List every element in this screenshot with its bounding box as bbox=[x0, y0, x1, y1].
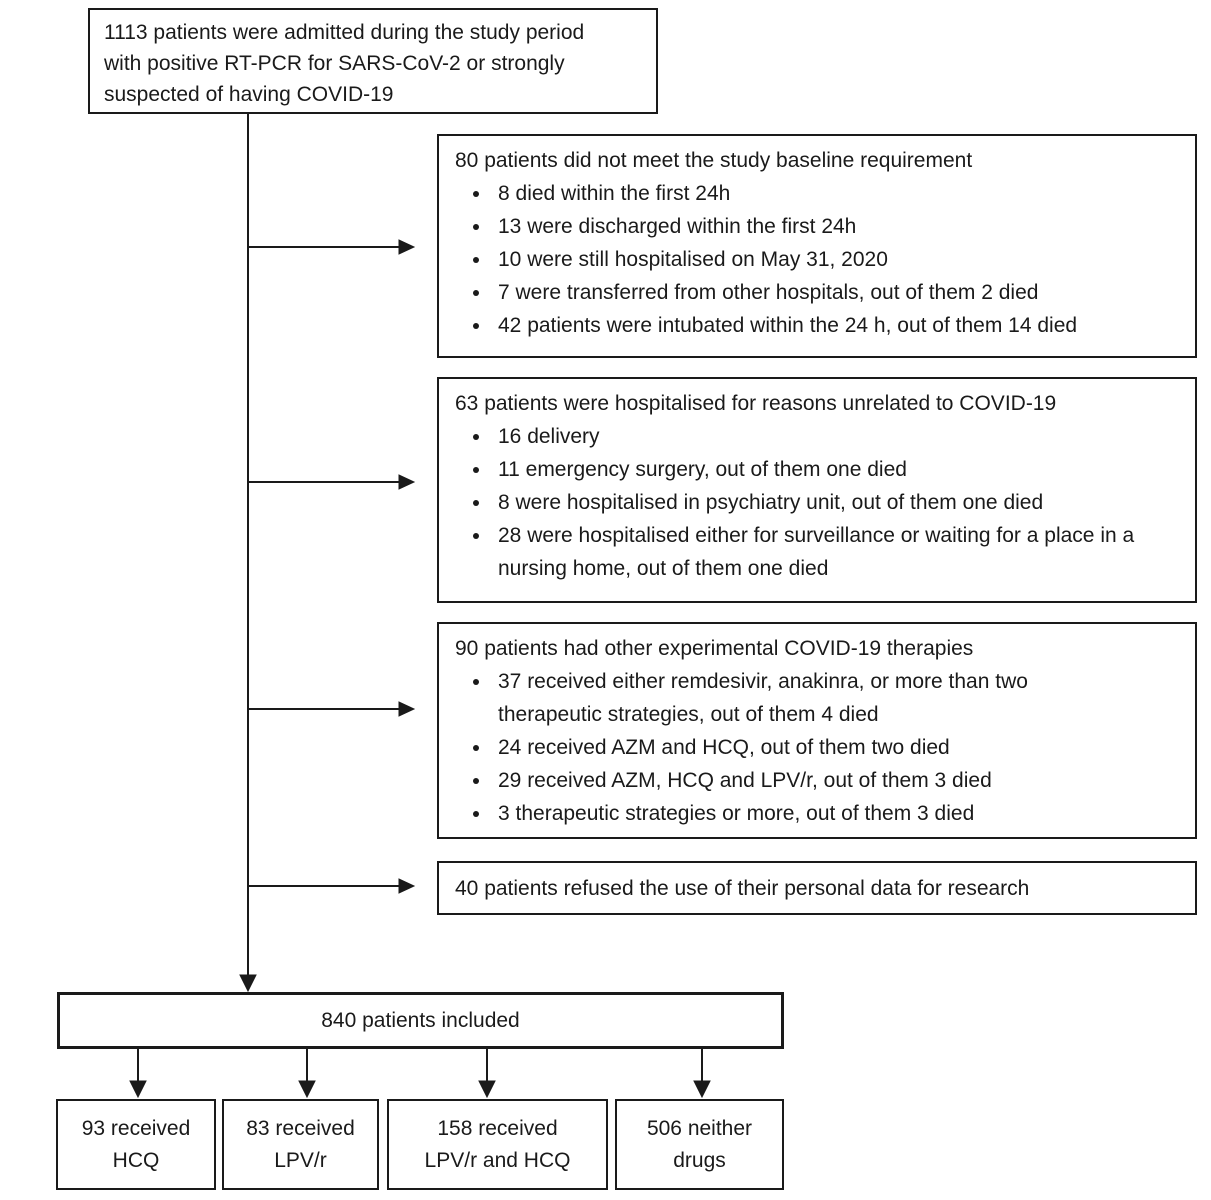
included-box: 840 patients included bbox=[57, 992, 784, 1049]
exclusion-box-baseline: 80 patients did not meet the study basel… bbox=[437, 134, 1197, 358]
outcome-line: HCQ bbox=[112, 1148, 160, 1172]
exclusion-list: 8 died within the first 24h 13 were disc… bbox=[455, 177, 1179, 342]
exclusion-item: 11 emergency surgery, out of them one di… bbox=[492, 453, 1179, 486]
outcome-line: 83 received bbox=[246, 1116, 355, 1140]
outcome-line: drugs bbox=[673, 1148, 726, 1172]
exclusion-list: 16 delivery 11 emergency surgery, out of… bbox=[455, 420, 1179, 585]
outcome-line: 506 neither bbox=[646, 1116, 753, 1140]
outcome-arrowhead-4-icon bbox=[693, 1080, 711, 1099]
outcome-line: LPV/r and HCQ bbox=[424, 1148, 571, 1172]
exclusion-item: 42 patients were intubated within the 24… bbox=[492, 309, 1179, 342]
exclusion-item: 8 were hospitalised in psychiatry unit, … bbox=[492, 486, 1179, 519]
exclusion-item: 7 were transferred from other hospitals,… bbox=[492, 276, 1179, 309]
admitted-box: 1113 patients were admitted during the s… bbox=[88, 8, 658, 114]
outcome-line: 158 received bbox=[437, 1116, 558, 1140]
exclusion-header: 63 patients were hospitalised for reason… bbox=[455, 392, 1057, 415]
admitted-box-line: 1113 patients were admitted during the s… bbox=[104, 21, 585, 44]
exclusion-item: 16 delivery bbox=[492, 420, 1179, 453]
exclusion-header: 90 patients had other experimental COVID… bbox=[455, 637, 974, 660]
exclusion-item: 10 were still hospitalised on May 31, 20… bbox=[492, 243, 1179, 276]
outcome-box-lpvr: 83 received LPV/r bbox=[222, 1099, 379, 1190]
admitted-box-line: suspected of having COVID-19 bbox=[104, 83, 394, 106]
exclusion-item: 28 were hospitalised either for surveill… bbox=[492, 519, 1178, 585]
branch-arrowhead-2-icon bbox=[398, 474, 416, 490]
exclusion-box-unrelated: 63 patients were hospitalised for reason… bbox=[437, 377, 1197, 603]
outcome-box-neither: 506 neither drugs bbox=[615, 1099, 784, 1190]
branch-arrowhead-1-icon bbox=[398, 239, 416, 255]
exclusion-item: 8 died within the first 24h bbox=[492, 177, 1179, 210]
outcome-box-lpvr-and-hcq: 158 received LPV/r and HCQ bbox=[387, 1099, 608, 1190]
branch-arrowhead-4-icon bbox=[398, 878, 416, 894]
trunk-arrowhead-icon bbox=[239, 974, 257, 993]
included-box-text: 840 patients included bbox=[321, 1008, 520, 1032]
exclusion-item: 24 received AZM and HCQ, out of them two… bbox=[492, 731, 1179, 764]
outcome-line: LPV/r bbox=[274, 1148, 327, 1172]
exclusion-item: 3 therapeutic strategies or more, out of… bbox=[492, 797, 1179, 830]
exclusion-header: 80 patients did not meet the study basel… bbox=[455, 149, 973, 172]
outcome-arrowhead-2-icon bbox=[298, 1080, 316, 1099]
exclusion-item: 37 received either remdesivir, anakinra,… bbox=[492, 665, 1112, 731]
exclusion-list: 37 received either remdesivir, anakinra,… bbox=[455, 665, 1179, 830]
exclusion-box-other-therapies: 90 patients had other experimental COVID… bbox=[437, 622, 1197, 839]
branch-arrowhead-3-icon bbox=[398, 701, 416, 717]
outcome-arrowhead-1-icon bbox=[129, 1080, 147, 1099]
admitted-box-line: with positive RT-PCR for SARS-CoV-2 or s… bbox=[104, 52, 565, 75]
outcome-arrowhead-3-icon bbox=[478, 1080, 496, 1099]
exclusion-item: 13 were discharged within the first 24h bbox=[492, 210, 1179, 243]
outcome-line: 93 received bbox=[81, 1116, 191, 1140]
exclusion-item: 29 received AZM, HCQ and LPV/r, out of t… bbox=[492, 764, 1179, 797]
exclusion-box-refused-data: 40 patients refused the use of their per… bbox=[437, 861, 1197, 915]
exclusion-header: 40 patients refused the use of their per… bbox=[455, 876, 1030, 900]
outcome-box-hcq: 93 received HCQ bbox=[56, 1099, 216, 1190]
